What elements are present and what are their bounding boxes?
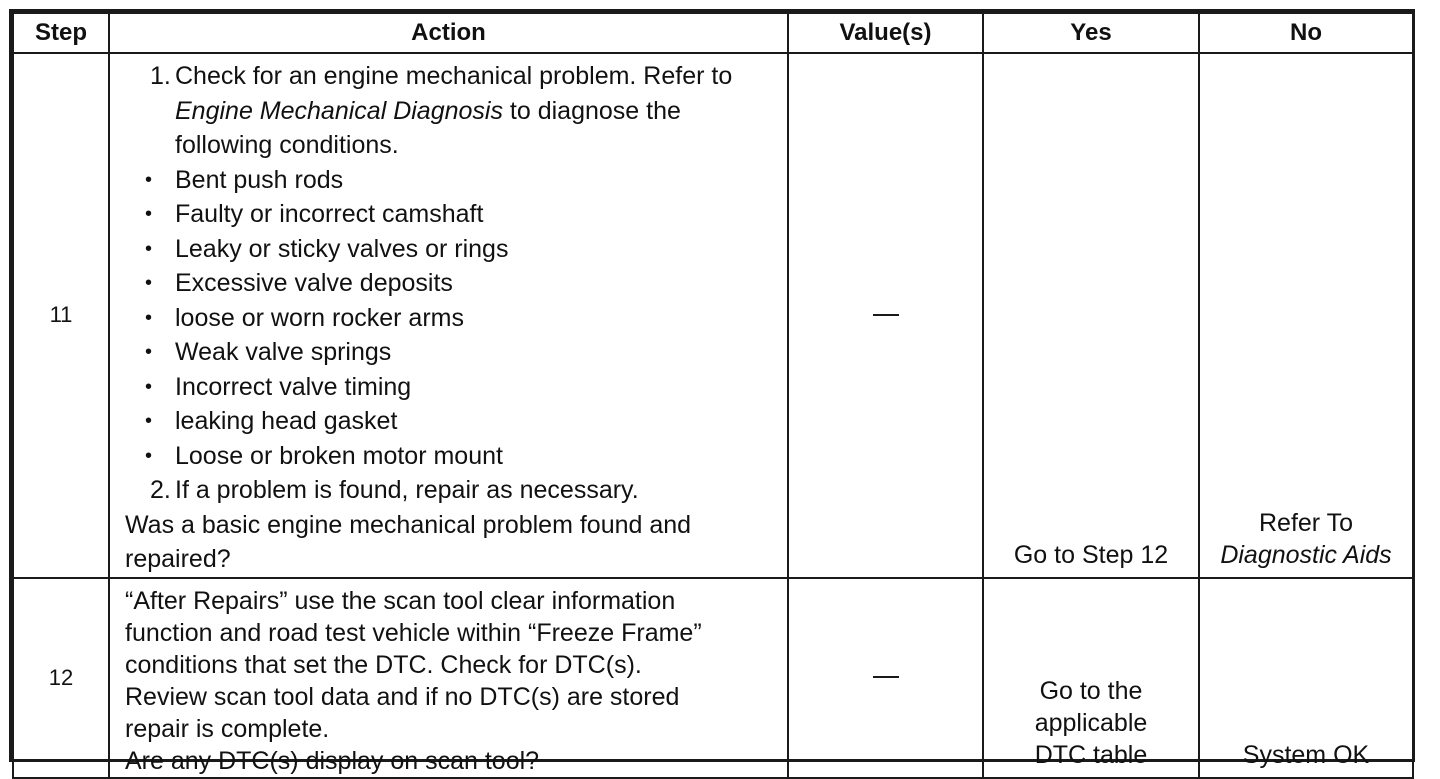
header-step: Step <box>12 12 110 54</box>
item-number: 1. <box>150 62 171 90</box>
no-cell: Refer To Diagnostic Aids <box>1198 52 1414 579</box>
yes-result-line: applicable <box>1034 708 1148 737</box>
yes-result-line: Go to the <box>1039 676 1143 705</box>
bullet-item: • Faulty or incorrect camshaft <box>125 197 777 232</box>
action-line: Review scan tool data and if no DTC(s) a… <box>125 682 680 711</box>
bullet-text: Loose or broken motor mount <box>175 441 503 470</box>
diagnostic-aids-reference: Diagnostic Aids <box>1220 540 1392 569</box>
bullet-icon: • <box>145 203 153 225</box>
header-yes: Yes <box>982 12 1200 54</box>
bullet-item: • loose or worn rocker arms <box>125 301 777 336</box>
bullet-item: • Excessive valve deposits <box>125 266 777 301</box>
bullet-item: • leaking head gasket <box>125 404 777 439</box>
bullet-text: Bent push rods <box>175 165 344 194</box>
bullet-item: • Incorrect valve timing <box>125 370 777 405</box>
no-result-line: Refer To <box>1258 508 1354 537</box>
bullet-item: • Leaky or sticky valves or rings <box>125 232 777 267</box>
action-question: Are any DTC(s) display on scan tool? <box>125 746 540 775</box>
bullet-text: Faulty or incorrect camshaft <box>175 200 484 228</box>
action-line: conditions that set the DTC. Check for D… <box>125 650 642 679</box>
action-item-2: 2. If a problem is found, repair as nece… <box>125 473 777 508</box>
no-value-dash <box>872 676 899 679</box>
yes-result: Go to Step 12 <box>1013 540 1169 569</box>
table-row-step-12: 12 “After Repairs” use the scan tool cle… <box>12 576 1414 779</box>
action-cell: 1. Check for an engine mechanical proble… <box>108 52 789 579</box>
yes-cell: Go to the applicable DTC table <box>982 576 1200 779</box>
bullet-icon: • <box>145 306 153 329</box>
item-text: Check for an engine mechanical problem. … <box>175 59 777 163</box>
action-line: function and road test vehicle within “F… <box>125 618 702 647</box>
item-text-part: to diagnose the following conditions. <box>175 96 681 160</box>
bullet-icon: • <box>145 168 153 191</box>
bullet-text: leaking head gasket <box>175 407 398 435</box>
diagnostic-table: Step Action Value(s) Yes No 11 1. Check … <box>12 12 1414 779</box>
step-number: 12 <box>12 576 110 779</box>
diagnostic-table-page: Step Action Value(s) Yes No 11 1. Check … <box>9 9 1415 779</box>
header-no: No <box>1198 12 1414 54</box>
action-cell: “After Repairs” use the scan tool clear … <box>108 576 789 779</box>
no-cell: System OK <box>1198 576 1414 779</box>
bullet-icon: • <box>145 237 153 260</box>
header-values: Value(s) <box>787 12 984 54</box>
engine-mechanical-diagnosis-reference: Engine Mechanical Diagnosis <box>175 96 503 125</box>
yes-result-line: DTC table <box>1034 740 1148 769</box>
item-text: If a problem is found, repair as necessa… <box>175 476 639 504</box>
no-value-dash <box>872 314 899 317</box>
bullet-icon: • <box>145 375 153 398</box>
action-line: repair is complete. <box>125 714 330 743</box>
bullet-text: Weak valve springs <box>175 338 392 366</box>
action-question: Was a basic engine mechanical problem fo… <box>125 510 692 574</box>
item-number: 2. <box>150 476 171 504</box>
bullet-icon: • <box>145 272 153 294</box>
table-header-row: Step Action Value(s) Yes No <box>12 12 1414 54</box>
yes-cell: Go to Step 12 <box>982 52 1200 579</box>
bullet-item: • Weak valve springs <box>125 335 777 370</box>
bullet-text: Incorrect valve timing <box>175 372 412 401</box>
header-action: Action <box>108 12 789 54</box>
bullet-text: Leaky or sticky valves or rings <box>175 234 509 263</box>
table-row-step-11: 11 1. Check for an engine mechanical pro… <box>12 52 1414 579</box>
bullet-text: Excessive valve deposits <box>175 269 453 297</box>
bullet-item: • Bent push rods <box>125 163 777 198</box>
bullet-item: • Loose or broken motor mount <box>125 439 777 474</box>
item-text-part: Check for an engine mechanical problem. … <box>175 62 733 90</box>
bullet-text: loose or worn rocker arms <box>175 303 464 332</box>
bullet-icon: • <box>145 341 153 363</box>
bullet-icon: • <box>145 410 153 432</box>
step-number: 11 <box>12 52 110 579</box>
value-cell <box>787 576 984 779</box>
bullet-icon: • <box>145 444 153 467</box>
action-line: “After Repairs” use the scan tool clear … <box>125 586 676 615</box>
value-cell <box>787 52 984 579</box>
no-result: System OK <box>1242 740 1370 769</box>
action-item-1: 1. Check for an engine mechanical proble… <box>125 59 777 163</box>
